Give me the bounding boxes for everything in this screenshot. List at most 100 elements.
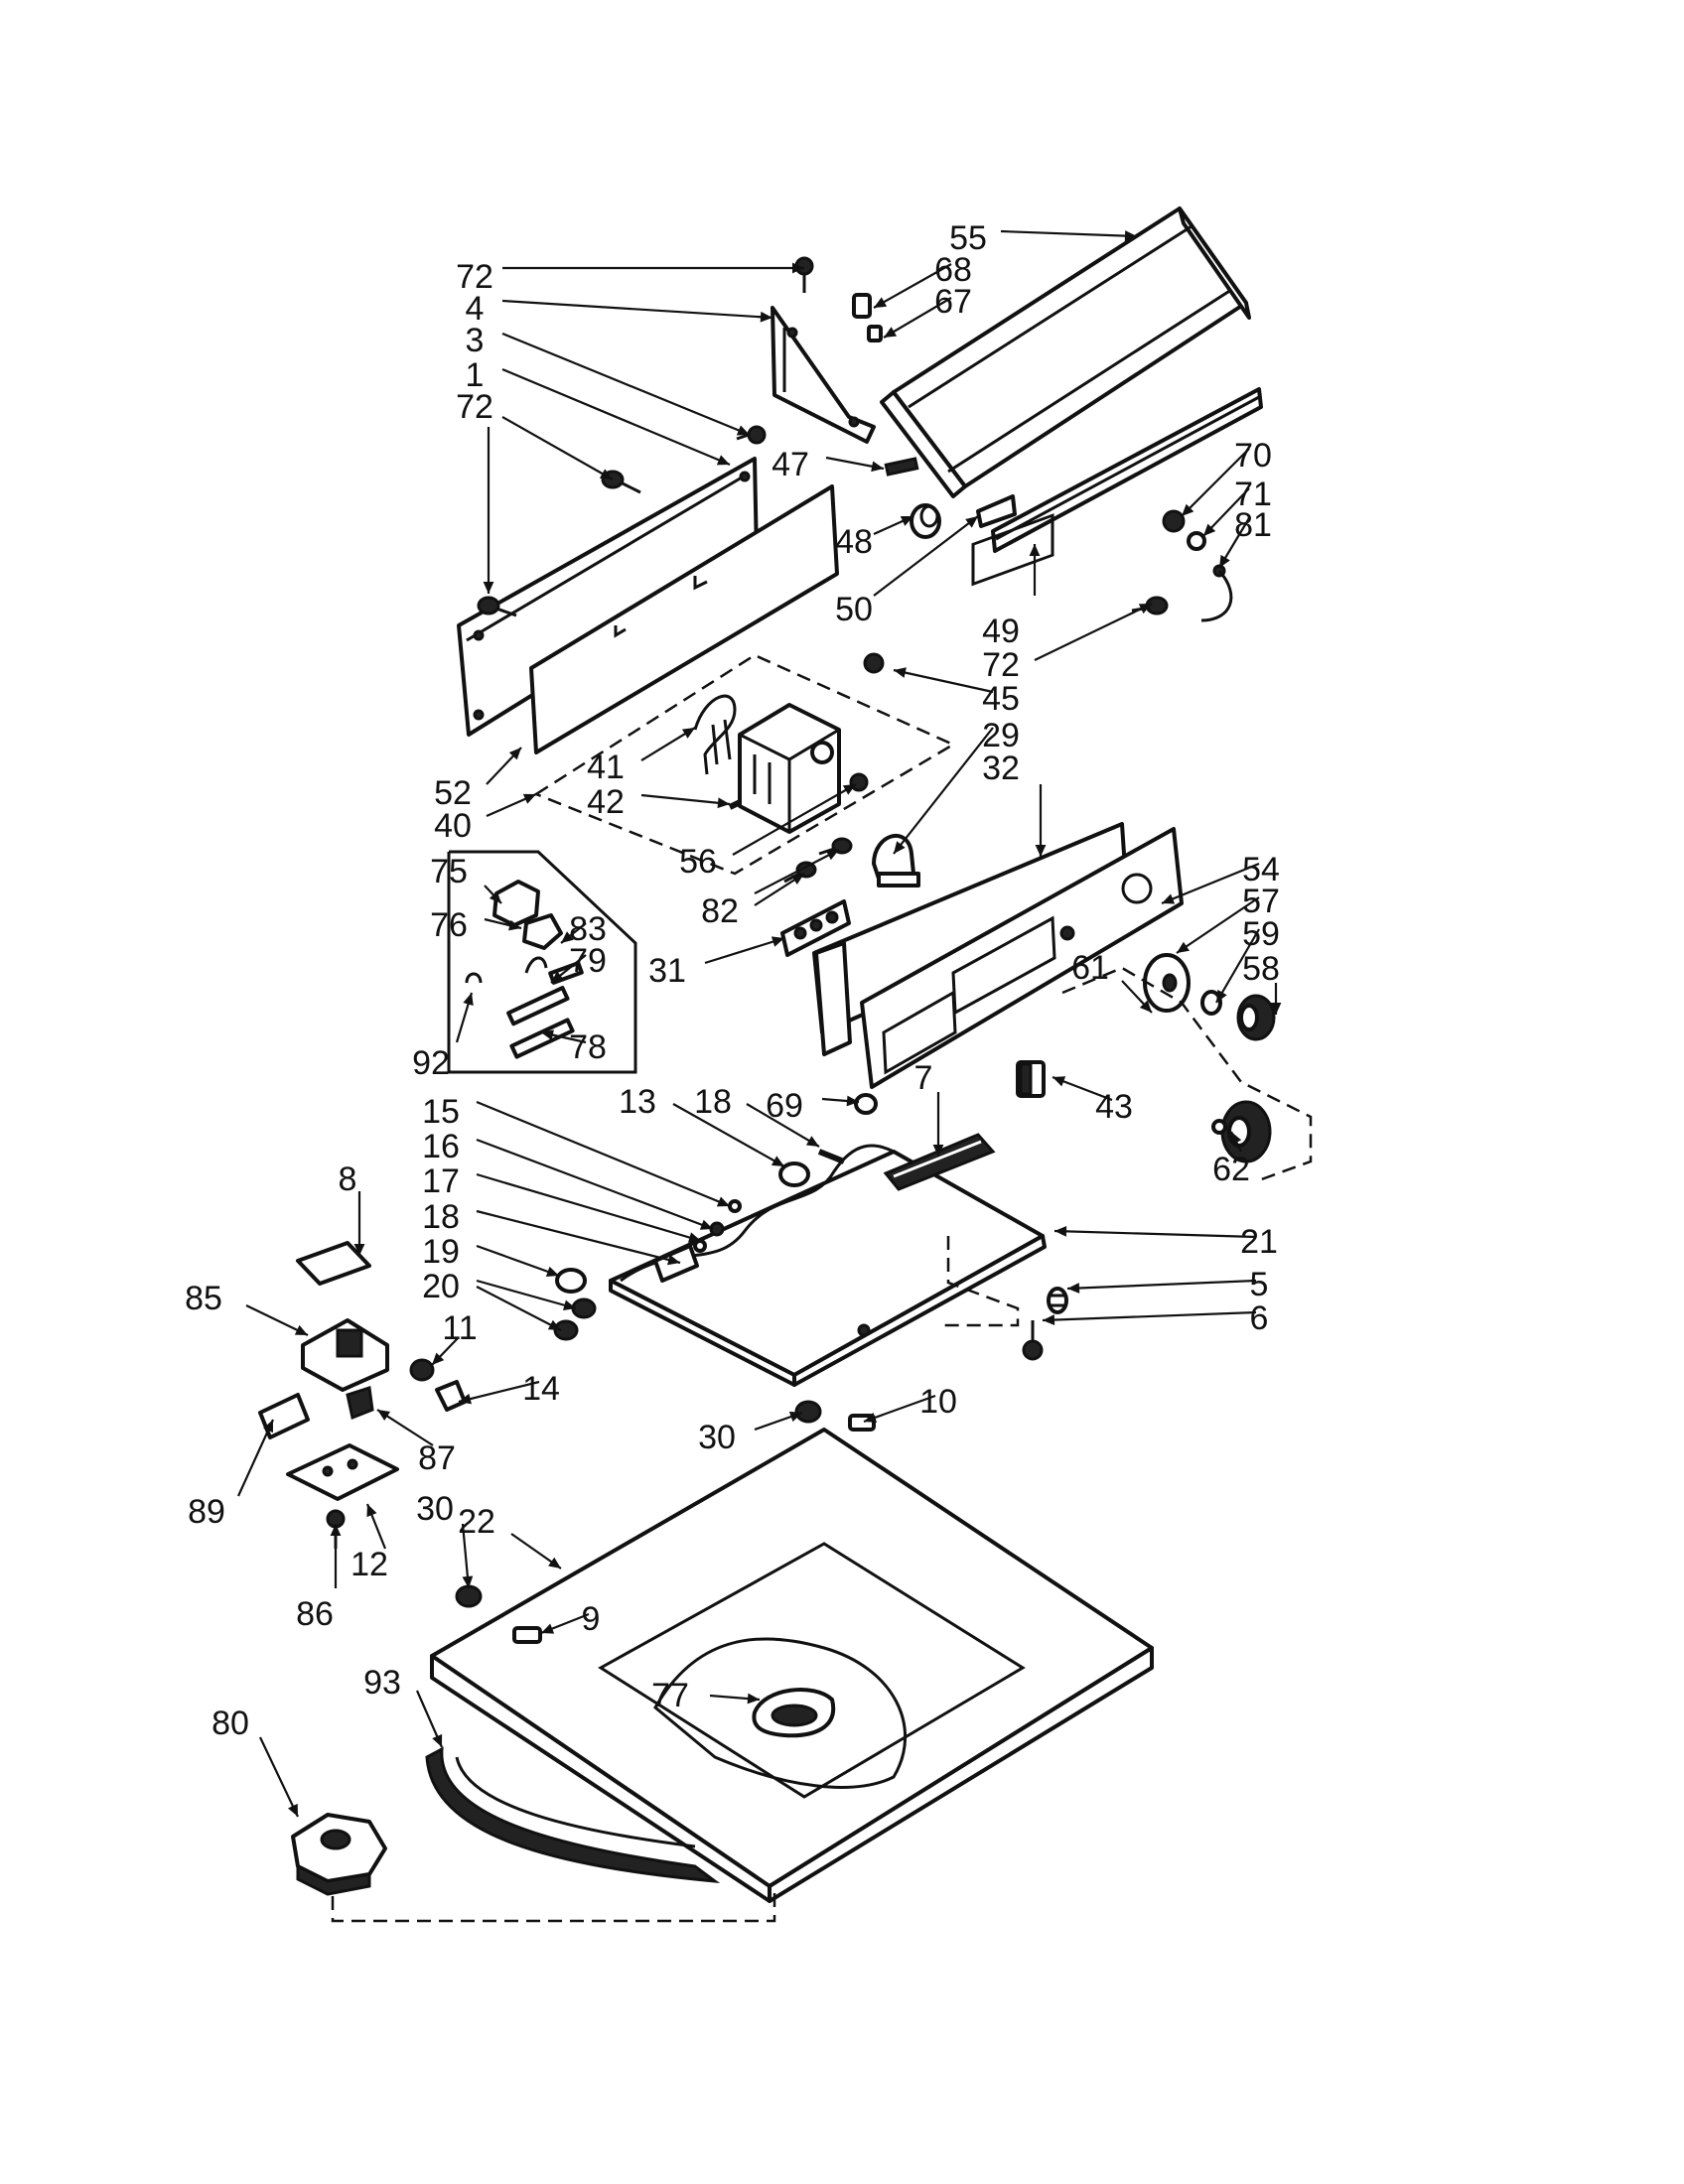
leader-arrow-c7	[932, 1145, 944, 1157]
callout-label-c18b: 18	[422, 1198, 460, 1236]
leader-arrow-c80	[287, 1803, 298, 1817]
leader-arrow-c52	[508, 748, 521, 760]
leader-arrow-c56	[842, 784, 856, 795]
leader-arrow-c93	[432, 1733, 443, 1747]
leader-line-c21	[1053, 1229, 1257, 1239]
leader-line-c1	[501, 367, 731, 467]
leader-arrow-c29	[894, 841, 906, 854]
callout-label-c58: 58	[1242, 950, 1280, 988]
leader-arrow-c71	[1203, 523, 1216, 536]
leader-arrow-c43	[1052, 1076, 1066, 1087]
callout-label-c32: 32	[982, 750, 1020, 787]
part-switch-31	[780, 899, 851, 957]
callout-label-c80: 80	[211, 1705, 249, 1742]
leader-arrow-c72a	[792, 262, 804, 274]
part-console-top	[880, 206, 1251, 498]
callout-label-c29: 29	[982, 717, 1020, 754]
leader-line-c55	[1000, 229, 1138, 238]
callout-label-c12: 12	[351, 1546, 388, 1583]
callout-label-c30b: 30	[416, 1490, 454, 1528]
leader-arrow-c41	[681, 728, 695, 739]
leader-arrow-c6	[1043, 1314, 1055, 1325]
leader-arrow-c67	[884, 327, 898, 338]
callout-label-c85: 85	[185, 1280, 222, 1317]
callout-label-c57: 57	[1242, 883, 1280, 920]
callout-label-c89: 89	[188, 1493, 225, 1531]
leader-arrow-c49	[1029, 544, 1041, 556]
leader-arrow-c58	[1270, 1003, 1282, 1015]
callout-label-c3: 3	[466, 322, 485, 359]
callout-label-c79: 79	[569, 942, 607, 980]
leader-line-c29	[893, 727, 994, 855]
callout-label-c72d: 72	[982, 646, 1020, 684]
part-50	[976, 494, 1017, 528]
leader-arrow-c18b	[667, 1254, 680, 1266]
leader-line-c18a	[746, 1103, 820, 1148]
leader-arrow-c79	[551, 971, 564, 983]
leader-line-c20	[476, 1279, 577, 1310]
leader-arrow-c48	[900, 516, 913, 526]
part-inset-box	[447, 850, 637, 1074]
callout-label-c16: 16	[422, 1128, 460, 1165]
callout-label-c86: 86	[296, 1595, 334, 1633]
part-bumper-5	[1047, 1287, 1068, 1314]
callout-label-c83: 83	[569, 910, 607, 948]
leader-line-c72b	[501, 416, 614, 480]
callout-label-c21: 21	[1240, 1223, 1278, 1261]
leader-arrow-c15	[716, 1196, 730, 1207]
callout-label-c10: 10	[919, 1383, 957, 1421]
leader-line-c54	[1161, 862, 1260, 905]
leader-arrow-c19	[545, 1266, 559, 1277]
ref-line-21	[943, 1236, 1020, 1327]
leader-arrow-c57	[1177, 941, 1190, 953]
callout-label-c13: 13	[619, 1083, 656, 1121]
callout-label-c6: 6	[1250, 1299, 1269, 1337]
leader-line-c68	[873, 263, 952, 309]
callout-label-c77: 77	[651, 1677, 689, 1714]
leader-arrow-c18a	[805, 1136, 819, 1147]
leader-line-c67	[883, 297, 952, 339]
leader-arrow-c72c	[483, 582, 494, 594]
callouts: 7243172556867474850707181497245293241425…	[185, 219, 1282, 1818]
part-screw-11	[409, 1358, 435, 1382]
leader-arrow-c14	[459, 1393, 472, 1405]
part-dial-57	[1143, 953, 1191, 1013]
leader-arrow-c45	[894, 667, 907, 678]
leader-arrow-c31	[771, 936, 784, 947]
leader-arrow-c55	[1124, 230, 1137, 241]
callout-label-c4: 4	[466, 290, 485, 328]
part-plate-12	[286, 1443, 399, 1501]
leader-arrow-c42	[717, 797, 730, 809]
callout-label-c5: 5	[1250, 1266, 1269, 1303]
callout-label-c41: 41	[587, 749, 625, 786]
part-knob-58	[1236, 994, 1276, 1041]
leader-line-c42	[640, 793, 731, 806]
leader-arrow-c1	[716, 455, 730, 466]
leader-arrow-c68	[874, 297, 888, 308]
callout-label-c9: 9	[582, 1600, 601, 1638]
leader-arrow-c76	[508, 919, 521, 931]
part-knob-62	[1211, 1100, 1272, 1163]
part-lid	[609, 1150, 1047, 1387]
callout-label-c76: 76	[430, 906, 468, 944]
part-dispenser-77	[752, 1688, 836, 1738]
part-bushing-48	[910, 503, 941, 539]
leader-arrow-c3	[736, 425, 750, 436]
leader-line-c14	[458, 1380, 540, 1404]
part-bumper-30-top	[794, 1400, 822, 1424]
callout-label-c81: 81	[1234, 506, 1272, 544]
leader-arrow-c92	[463, 993, 474, 1007]
leader-arrow-c4	[760, 311, 772, 323]
leader-arrow-c62	[1231, 1132, 1242, 1146]
callout-label-c72a: 72	[456, 258, 493, 296]
callout-label-c56: 56	[679, 843, 717, 881]
leader-arrow-c16	[699, 1219, 713, 1230]
leader-arrow-c9	[541, 1623, 555, 1634]
leader-arrow-c5	[1067, 1283, 1080, 1294]
callout-label-c8: 8	[339, 1160, 357, 1198]
leader-line-c59	[1215, 928, 1260, 1004]
callout-label-c82: 82	[701, 892, 739, 930]
leader-arrow-c12	[366, 1504, 377, 1518]
callout-label-c20: 20	[422, 1268, 460, 1305]
callout-label-c78: 78	[569, 1028, 607, 1066]
